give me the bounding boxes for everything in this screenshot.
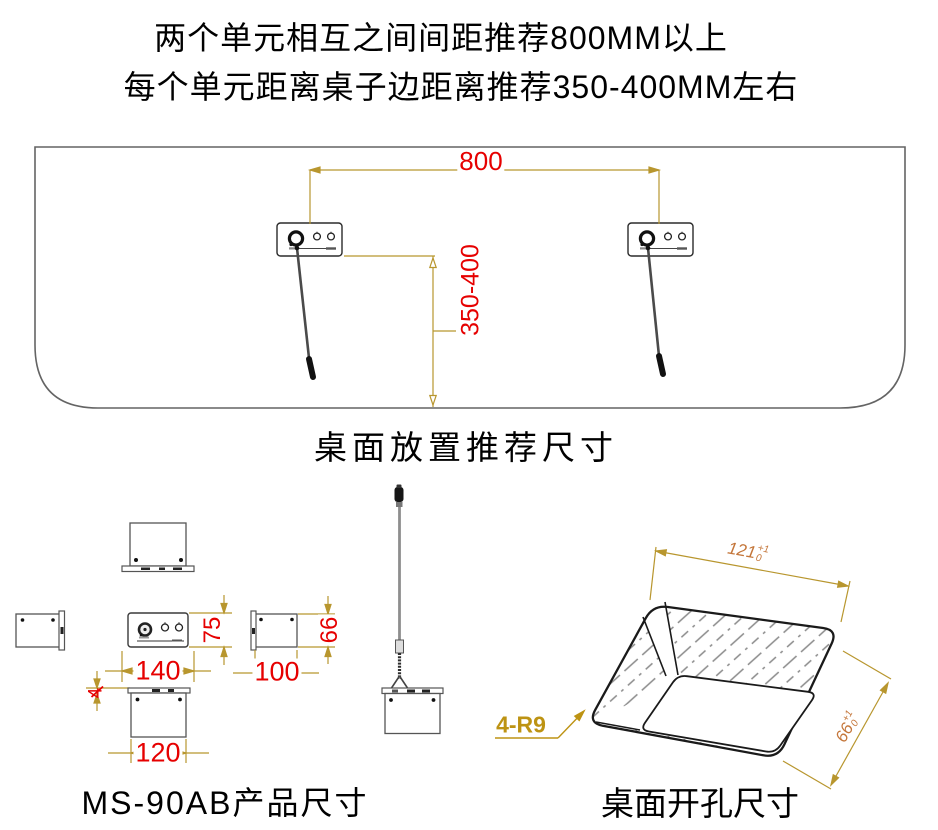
cutout-width-dimension [782, 650, 892, 790]
cutout-length-dimension [649, 546, 851, 623]
side-view-right [250, 610, 298, 651]
cutout-length-tol-minus: 0 [754, 552, 763, 565]
cutout-hole-edge [642, 675, 815, 753]
thickness-dimension-4 [86, 671, 130, 711]
cutout-outer-edge [591, 605, 835, 757]
bottom-width-dim-label: 120 [133, 737, 183, 768]
edge-distance-dim-label: 350-400 [456, 242, 485, 338]
cutout-drawing [591, 601, 835, 757]
mic-arm-left [295, 247, 311, 359]
front-width-dim-label: 140 [133, 655, 183, 686]
corner-radius-label: 4-R9 [496, 711, 546, 738]
pole-view [381, 484, 444, 735]
side-height-dim-label: 66 [316, 614, 343, 646]
back-view [121, 522, 195, 573]
front-height-dim-label: 75 [199, 614, 226, 646]
radius-leader [495, 708, 587, 739]
unit-spacing-dim-label: 800 [457, 146, 505, 176]
desk-unit-left [275, 221, 344, 380]
plate-thickness-dim-label: 4 [85, 687, 107, 699]
cutout-length-value: 121 [726, 537, 758, 562]
bottom-view [127, 687, 191, 738]
edge-dimension-350-400 [344, 255, 456, 407]
cutout-caption: 桌面开孔尺寸 [601, 785, 799, 822]
title-line-1: 两个单元相互之间间距推荐800MM以上 [154, 20, 728, 56]
desk-unit-right [626, 221, 695, 377]
mic-capsule-right [656, 353, 666, 377]
title-line-2: 每个单元距离桌子边距离推荐350-400MM左右 [123, 69, 799, 105]
height-dimension-75 [189, 595, 232, 665]
desk-layout-caption: 桌面放置推荐尺寸 [314, 429, 618, 466]
side-depth-dim-label: 100 [252, 656, 302, 687]
side-view-left [15, 610, 66, 651]
mic-capsule-left [306, 356, 316, 380]
mic-arm-right [646, 247, 661, 357]
front-view [127, 612, 189, 648]
product-caption: MS-90AB产品尺寸 [81, 785, 369, 821]
side-height-dimension-66 [298, 596, 335, 664]
